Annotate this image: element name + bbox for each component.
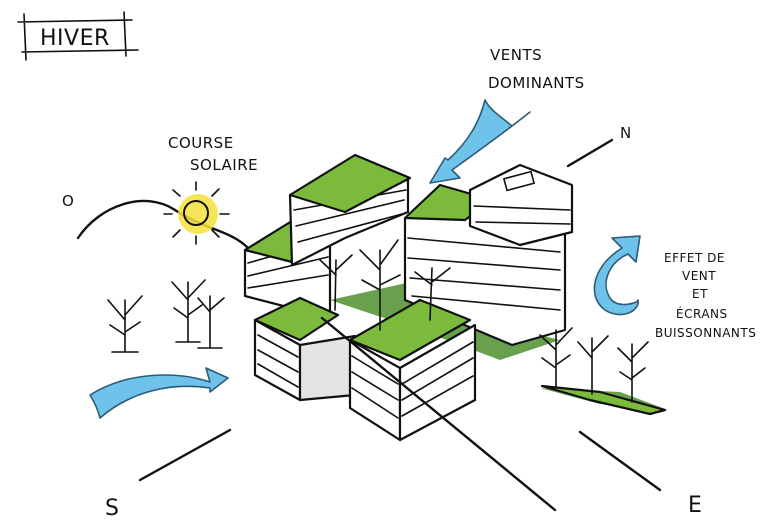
trees-right (539, 327, 667, 416)
label-buissonnants: BUISSONNANTS (655, 326, 756, 340)
building-right-tall (403, 163, 574, 347)
label-ecrans: ÉCRANS (676, 306, 728, 321)
sun-icon (163, 181, 230, 245)
label-vents: VENTS (490, 46, 542, 64)
title-hiver: HIVER (40, 26, 110, 51)
title-box: HIVER (17, 11, 139, 61)
trees-left (107, 279, 225, 353)
compass-west: O (62, 192, 74, 210)
courtyard-trees (319, 239, 451, 331)
compass-north: N (620, 124, 632, 142)
label-course: COURSE (168, 134, 234, 152)
compass-line-south (138, 428, 232, 482)
label-et: ET (692, 287, 708, 301)
label-vent: VENT (682, 269, 716, 283)
compass-line-north (566, 138, 614, 168)
building-front-left (253, 296, 357, 402)
label-effet-de: EFFET DE (664, 251, 725, 265)
building-front-right (348, 298, 477, 442)
leader-line-east (320, 316, 557, 512)
wind-arrow-south (89, 367, 229, 419)
compass-east: E (688, 493, 702, 518)
building-upper-middle (288, 153, 412, 267)
compass-south: S (105, 496, 119, 521)
sun-path-arc (76, 199, 250, 250)
label-dominants: DOMINANTS (488, 74, 585, 92)
compass-line-east (578, 430, 662, 492)
label-solaire: SOLAIRE (190, 156, 258, 174)
wind-arrow-swirl (593, 235, 641, 316)
wind-arrow-dominant (429, 99, 531, 184)
